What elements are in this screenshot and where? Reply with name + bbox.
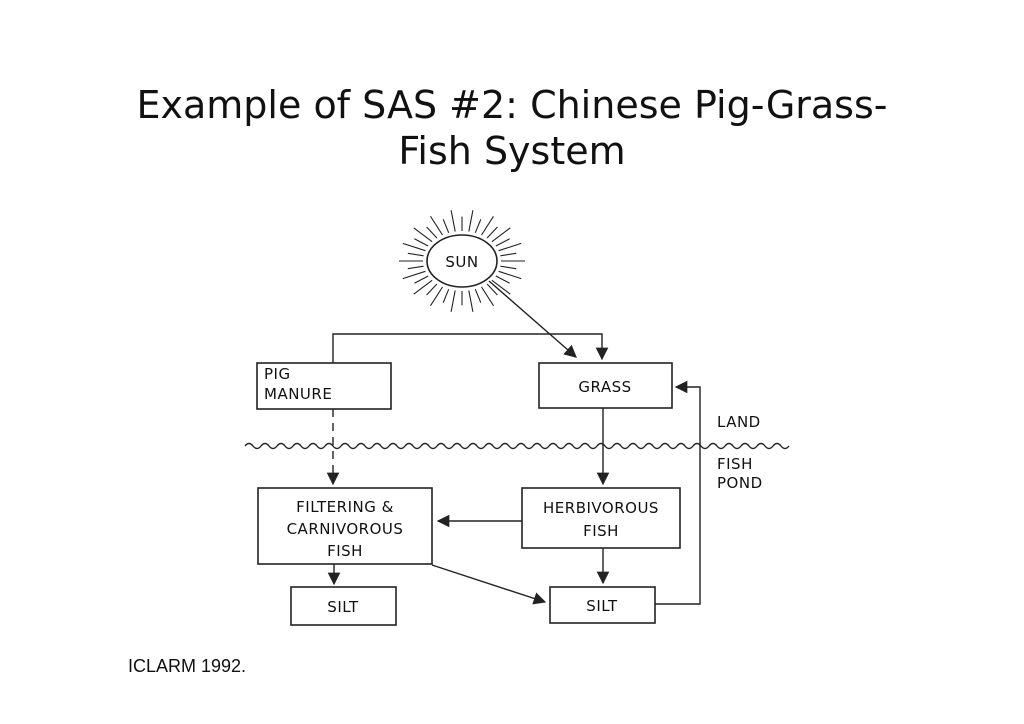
pig-manure-label-line1: PIG <box>264 365 291 383</box>
grass-label: GRASS <box>578 378 631 396</box>
grass-node: GRASS <box>538 362 673 409</box>
silt-left-label: SILT <box>327 598 359 616</box>
fish-pond-label-line1: FISH <box>717 455 753 473</box>
herbivorous-fish-label-line1: HERBIVOROUS <box>543 499 659 517</box>
sun-ray <box>450 210 456 232</box>
sun-ray <box>481 286 494 306</box>
sun-ray <box>426 283 438 296</box>
sun-ray <box>402 242 426 252</box>
sun-ray <box>491 279 511 295</box>
sun-ray <box>468 210 474 232</box>
sun-rays <box>399 210 525 312</box>
sun-ray <box>426 226 438 239</box>
grass-box <box>538 362 673 409</box>
sun-ray <box>495 275 510 284</box>
herbivorous-fish-node: HERBIVOROUS FISH <box>521 487 681 549</box>
land-water-boundary <box>244 442 790 450</box>
silt-left-box <box>290 586 397 626</box>
filtering-carnivorous-fish-node: FILTERING & CARNIVOROUS FISH <box>257 487 433 565</box>
sun-node: SUN <box>399 210 525 312</box>
pig-manure-label-line2: MANURE <box>264 385 332 403</box>
sun-ray <box>407 252 424 257</box>
filtering-fish-label-line1: FILTERING & <box>296 498 394 516</box>
sun-ray <box>442 288 450 303</box>
sun-ray <box>414 238 429 247</box>
filtering-fish-label-line2: CARNIVOROUS <box>287 520 404 538</box>
sun-ray <box>413 279 433 295</box>
arrow-manure-to-grass <box>332 333 609 363</box>
sun-ray <box>414 275 429 284</box>
sun-ray <box>486 226 498 239</box>
pig-manure-box <box>256 362 392 410</box>
silt-left-node: SILT <box>290 586 397 626</box>
filtering-fish-box <box>257 487 433 565</box>
pig-manure-node: PIG MANURE <box>256 362 392 410</box>
silt-right-label: SILT <box>586 597 618 615</box>
sun-ray <box>481 216 494 236</box>
sun-ray <box>495 238 510 247</box>
sun-ray <box>442 219 450 234</box>
sun-ray <box>486 283 498 296</box>
sun-ray <box>402 270 426 280</box>
silt-right-node: SILT <box>549 586 656 624</box>
sun-ray <box>430 286 443 306</box>
silt-right-box <box>549 586 656 624</box>
slide-title: Example of SAS #2: Chinese Pig-Grass- Fi… <box>0 82 1024 174</box>
arrow-filtering-fish-to-right-silt <box>431 564 547 605</box>
sun-ray <box>450 290 456 312</box>
sun-ray <box>500 265 517 270</box>
slide-title-line1: Example of SAS #2: Chinese Pig-Grass- <box>136 83 888 127</box>
land-label: LAND <box>717 413 761 431</box>
arrow-sun-to-grass <box>488 280 577 358</box>
slide-title-line2: Fish System <box>398 129 626 173</box>
herbivorous-fish-box <box>521 487 681 549</box>
sun-ray <box>498 242 522 252</box>
arrow-silt-to-grass <box>655 380 701 605</box>
source-citation: ICLARM 1992. <box>128 656 247 676</box>
sun-ray <box>413 227 433 243</box>
sun-ray <box>500 252 517 257</box>
sun-ray <box>474 288 482 303</box>
sun-ray <box>498 270 522 280</box>
sun-ray <box>430 216 443 236</box>
sun-ray <box>491 227 511 243</box>
fish-pond-label-line2: POND <box>717 474 763 492</box>
herbivorous-fish-label-line2: FISH <box>583 522 619 540</box>
filtering-fish-label-line3: FISH <box>327 542 363 560</box>
sun-ray <box>474 219 482 234</box>
sun-ray <box>468 290 474 312</box>
sun-ellipse <box>426 234 498 288</box>
sun-ray <box>407 265 424 270</box>
sun-label: SUN <box>445 253 478 271</box>
